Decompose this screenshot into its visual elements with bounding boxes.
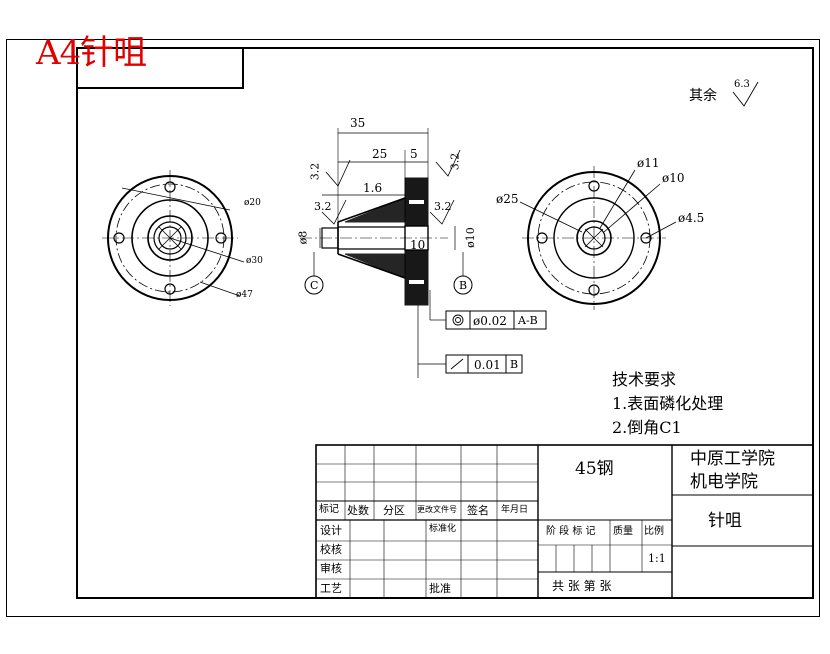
row-approve: 批准 [429,582,451,595]
row-design: 设计 [320,524,342,537]
roughness-prefix: 其余 [689,88,717,104]
head-col-6: 年月日 [501,505,529,515]
material: 45钢 [575,459,614,479]
row-check: 校核 [320,543,342,556]
row-standard: 标准化 [429,524,457,534]
dim-step: 1.6 [363,181,383,195]
right-end-view [519,166,677,310]
stage-col-1: 阶 段 标 记 [546,526,596,537]
left-end-view [102,170,245,306]
dim-right-dia: ø10 [463,227,477,248]
left-dia-3: ø47 [236,290,253,300]
dim-cone-length: 25 [372,147,388,161]
right-dia-3: ø10 [662,171,685,185]
head-col-2: 处数 [347,504,369,517]
stage-col-3: 比例 [644,526,664,537]
stage-col-2: 质量 [613,526,633,537]
runout-datum: B [510,358,519,371]
dim-left-dia: ø8 [296,230,310,245]
runout-value: 0.01 [474,358,501,372]
school-line-1: 中原工学院 [690,449,775,469]
head-col-4: 更改文件号 [417,505,457,514]
section-view [300,128,464,378]
part-name: 针咀 [708,511,742,531]
datum-c: C [310,279,319,292]
roughness-d: 3.2 [434,200,452,213]
row-review: 审核 [320,562,342,575]
drawing-sheet-border [6,39,820,617]
roughness-b: 3.2 [314,200,332,213]
roughness-a: 3.2 [308,162,322,181]
left-dia-2: ø30 [246,256,263,266]
head-col-3: 分区 [383,504,405,517]
left-dia-1: ø20 [244,198,261,208]
tech-req-item-1: 1.表面磷化处理 [612,394,724,413]
dim-flange-width: 5 [410,147,418,161]
title-block-grid [315,444,814,599]
school-line-2: 机电学院 [690,472,758,492]
dim-bore-depth: 10 [410,238,426,252]
head-col-1: 标记 [319,504,339,515]
head-col-5: 签名 [467,504,489,517]
right-dia-4: ø4.5 [678,211,705,225]
datum-b: B [459,279,468,292]
right-dia-2: ø11 [637,156,660,170]
sheet-label: A4针咀 [36,33,147,73]
scale-value: 1:1 [648,552,666,565]
coaxiality-value: ø0.02 [473,314,507,328]
coaxiality-datum: A-B [518,314,538,327]
corner-label-box [76,47,244,89]
roughness-value: 6.3 [734,79,750,90]
sheets-line: 共 张 第 张 [552,579,612,593]
tech-req-title: 技术要求 [612,370,677,389]
row-process: 工艺 [320,582,342,595]
dim-overall-length: 35 [350,116,366,130]
tech-req-item-2: 2.倒角C1 [612,418,682,437]
right-dia-1: ø25 [496,192,519,206]
roughness-c: 3.2 [448,152,462,171]
